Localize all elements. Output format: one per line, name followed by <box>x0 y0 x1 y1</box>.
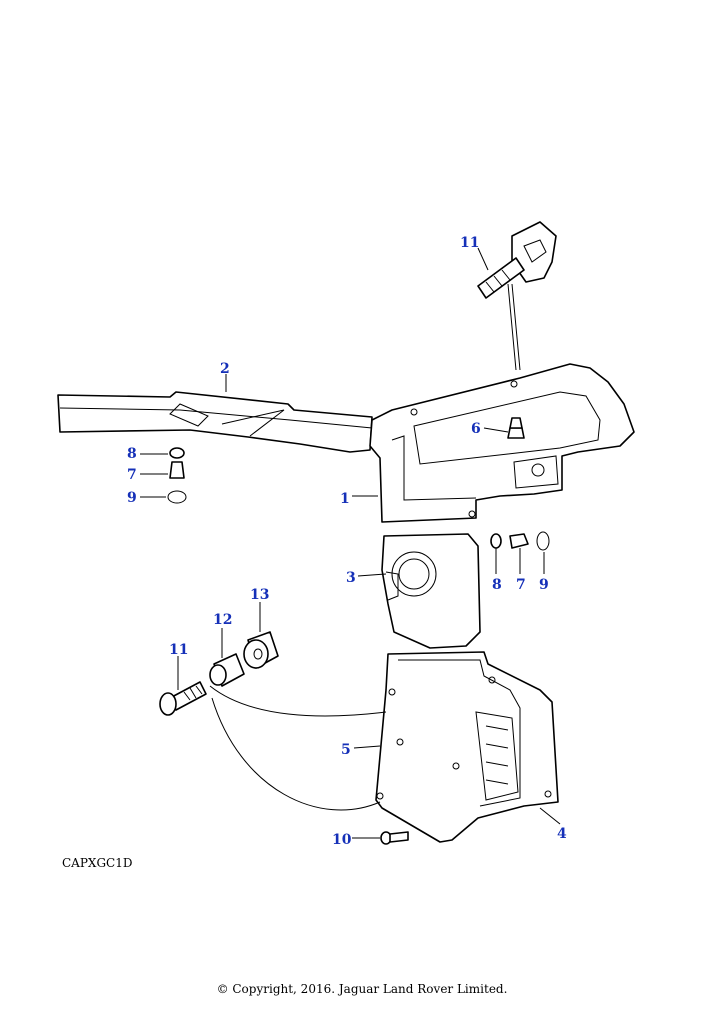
right-hardware-stack <box>490 531 550 551</box>
callout-11-top: 11 <box>460 235 479 251</box>
part-6-fastener <box>507 417 525 439</box>
part-1-upper-shroud <box>369 363 635 523</box>
callout-1: 1 <box>340 491 350 507</box>
callout-8-left: 8 <box>127 446 137 462</box>
part-10-screw <box>380 831 409 845</box>
callout-10: 10 <box>332 832 352 848</box>
callout-11-bottom: 11 <box>169 642 188 658</box>
copyright-notice: © Copyright, 2016. Jaguar Land Rover Lim… <box>216 982 508 996</box>
left-hardware-stack <box>167 447 187 504</box>
callout-4: 4 <box>557 826 567 842</box>
callout-5: 5 <box>341 742 351 758</box>
callout-6: 6 <box>471 421 481 437</box>
callout-9-left: 9 <box>127 490 137 506</box>
part-2-trim-strip <box>57 391 373 453</box>
callout-9-right: 9 <box>539 577 549 593</box>
callout-2: 2 <box>220 361 230 377</box>
part-11-top-clip <box>477 221 557 371</box>
callout-12: 12 <box>213 612 232 628</box>
diagram-code: CAPXGC1D <box>62 856 133 870</box>
callout-3: 3 <box>346 570 356 586</box>
leader-lines <box>140 247 561 839</box>
part-5-lower-shroud <box>375 651 559 843</box>
callouts: 1 2 3 4 5 6 7 7 8 8 9 9 10 11 11 12 13 <box>127 235 567 848</box>
callout-7-left: 7 <box>127 467 137 483</box>
callout-13: 13 <box>250 587 269 603</box>
callout-7-right: 7 <box>516 577 526 593</box>
callout-8-right: 8 <box>492 577 502 593</box>
part-3-switch-shroud <box>381 533 481 649</box>
bottom-left-hardware <box>159 631 387 811</box>
